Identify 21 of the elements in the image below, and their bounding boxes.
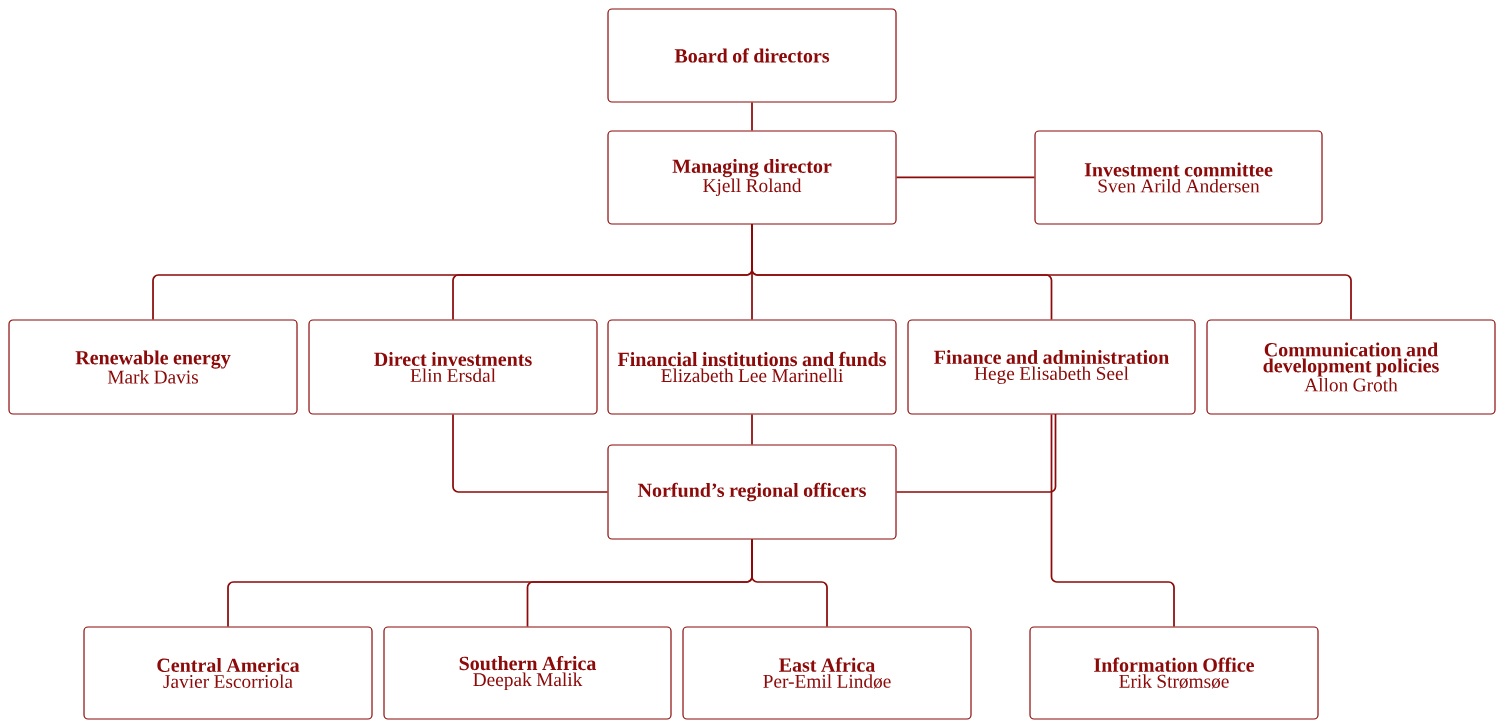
connector-line [751, 538, 828, 628]
org-box: Board of directors [607, 8, 897, 103]
connector-line [751, 101, 753, 132]
connector-line [895, 413, 1057, 493]
org-box: Finance and administration Hege Elisabeth Seel [907, 319, 1196, 415]
connector-line [751, 413, 753, 446]
org-box: Information Office Erik Strømsøe [1029, 626, 1319, 720]
org-box: Southern Africa Deepak Malik [383, 626, 672, 720]
org-box: Renewable energy Mark Davis [8, 319, 298, 415]
connector-line [1050, 413, 1175, 628]
org-box: Managing director Kjell Roland [607, 130, 897, 225]
connector-line [751, 223, 1352, 321]
org-box: Central America Javier Escorriola [83, 626, 373, 720]
org-box: East Africa Per-Emil Lindøe [682, 626, 972, 720]
org-box: Communication and development policies Allon Groth [1206, 319, 1496, 415]
org-box: Direct investments Elin Ersdal [308, 319, 598, 415]
connector-line [452, 413, 609, 493]
org-box: Norfund’s regional officers [607, 444, 897, 540]
org-box: Investment committee Sven Arild Andersen [1034, 130, 1323, 225]
org-box: Financial institutions and funds Elizabeth Lee Marinelli [607, 319, 897, 415]
connector-line [895, 176, 1036, 179]
